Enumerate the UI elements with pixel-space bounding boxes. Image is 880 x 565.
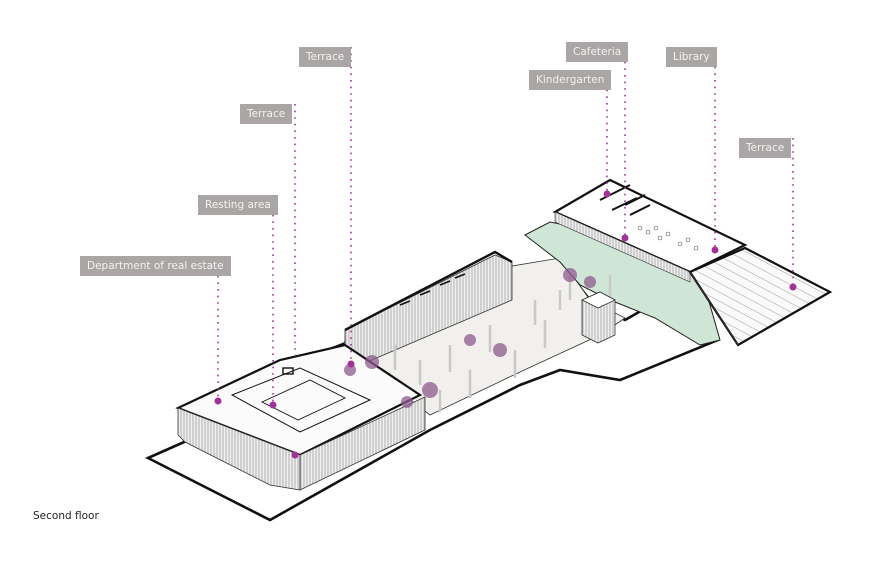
trees — [344, 268, 596, 408]
label-kindergarten: Kindergarten — [529, 70, 612, 90]
right-building — [552, 178, 748, 283]
label-cafeteria: Cafeteria — [566, 42, 629, 62]
terrace-stairs — [688, 246, 833, 347]
label-department-real-estate: Department of real estate — [80, 256, 231, 276]
leader-lines — [217, 42, 794, 405]
label-resting-area: Resting area — [198, 195, 278, 215]
label-terrace-3: Terrace — [739, 138, 792, 158]
floor-caption: Second floor — [33, 510, 99, 522]
left-office-block — [175, 343, 426, 491]
freestanding-block — [581, 291, 616, 344]
label-library: Library — [666, 47, 717, 67]
location-dots — [214, 190, 797, 459]
label-terrace-1: Terrace — [299, 47, 352, 67]
columns — [393, 275, 612, 412]
label-terrace-2: Terrace — [240, 104, 293, 124]
